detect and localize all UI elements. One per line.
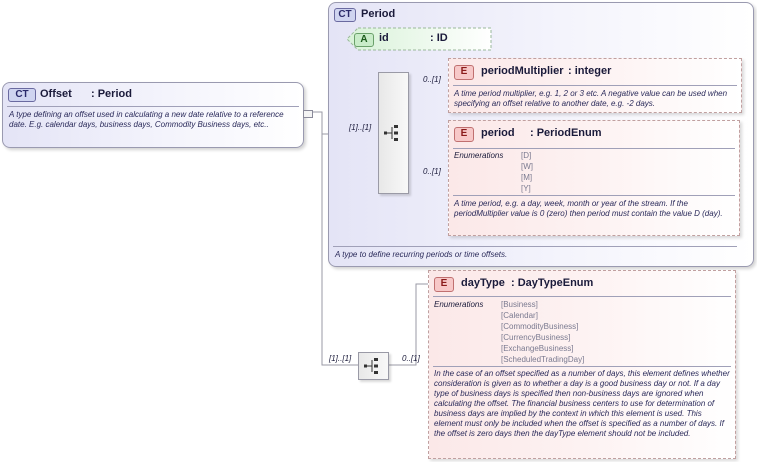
day-type-type-ref: : DayTypeEnum [511, 277, 594, 289]
period-multiplier-divider [453, 85, 737, 86]
period-type-ref: : PeriodEnum [530, 127, 602, 139]
complex-type-badge: CT [334, 8, 356, 22]
sequence-cardinality: [1]..[1] [329, 354, 352, 363]
period-enum-label: Enumerations [454, 151, 504, 160]
enum-value: [W] [521, 162, 533, 171]
day-type-element[interactable]: E dayType : DayTypeEnum Enumerations [Bu… [428, 270, 736, 459]
complex-type-badge: CT [8, 88, 36, 102]
expand-toggle-icon[interactable] [303, 110, 313, 118]
attribute-badge: A [354, 33, 374, 47]
period-name: period [481, 127, 515, 139]
sequence-icon [384, 125, 398, 141]
enum-value: [Calendar] [501, 311, 538, 320]
enum-value: [Business] [501, 300, 538, 309]
period-type-name: Period [361, 8, 396, 20]
period-multiplier-type: : integer [568, 65, 612, 77]
period-doc: A time period, e.g. a day, week, month o… [454, 199, 723, 218]
period-divider-top [453, 148, 735, 149]
element-badge: E [454, 65, 474, 80]
enum-value: [D] [521, 151, 532, 160]
enum-value: [ScheduledTradingDay] [501, 355, 585, 364]
period-multiplier-cardinality: 0..[1] [423, 75, 441, 84]
period-element[interactable]: E period : PeriodEnum Enumerations [D] [… [448, 120, 740, 236]
attribute-name: id [379, 32, 389, 44]
day-type-divider-top [433, 296, 731, 297]
offset-type-box[interactable]: CT Offset : Period A type defining an of… [2, 82, 304, 148]
day-type-name: dayType [461, 277, 505, 289]
period-enum-list: [D] [W] [M] [Y] [521, 150, 533, 194]
offset-name: Offset [40, 88, 72, 100]
enum-value: [CurrencyBusiness] [501, 333, 571, 342]
period-multiplier-doc: A time period multiplier, e.g. 1, 2 or 3… [454, 89, 728, 108]
day-type-divider-bottom [433, 366, 731, 367]
period-multiplier-element[interactable]: E periodMultiplier : integer A time peri… [448, 58, 742, 113]
sequence-compositor[interactable] [378, 72, 409, 194]
period-type-doc: A type to define recurring periods or ti… [335, 250, 508, 259]
enum-value: [M] [521, 173, 533, 182]
sequence-icon [364, 358, 378, 374]
enum-value: [CommodityBusiness] [501, 322, 579, 331]
offset-type-ref: : Period [91, 88, 132, 100]
offset-doc: A type defining an offset used in calcul… [9, 110, 284, 129]
attribute-type: : ID [430, 32, 448, 44]
sequence-compositor[interactable] [358, 352, 389, 380]
period-type-divider [333, 246, 737, 247]
day-type-enum-list: [Business] [Calendar] [CommodityBusiness… [501, 299, 584, 365]
day-type-enum-label: Enumerations [434, 300, 484, 309]
element-badge: E [434, 277, 454, 292]
period-divider-bottom [453, 195, 735, 196]
attribute-id[interactable]: A id : ID [346, 27, 492, 51]
enum-value: [ExchangeBusiness] [501, 344, 574, 353]
enum-value: [Y] [521, 184, 531, 193]
period-multiplier-name: periodMultiplier [481, 65, 564, 77]
sequence-cardinality: [1]..[1] [349, 123, 372, 132]
offset-divider [7, 106, 299, 107]
element-badge: E [454, 127, 474, 142]
day-type-doc: In the case of an offset specified as a … [434, 369, 730, 438]
day-type-cardinality: 0..[1] [402, 354, 420, 363]
period-cardinality: 0..[1] [423, 167, 441, 176]
